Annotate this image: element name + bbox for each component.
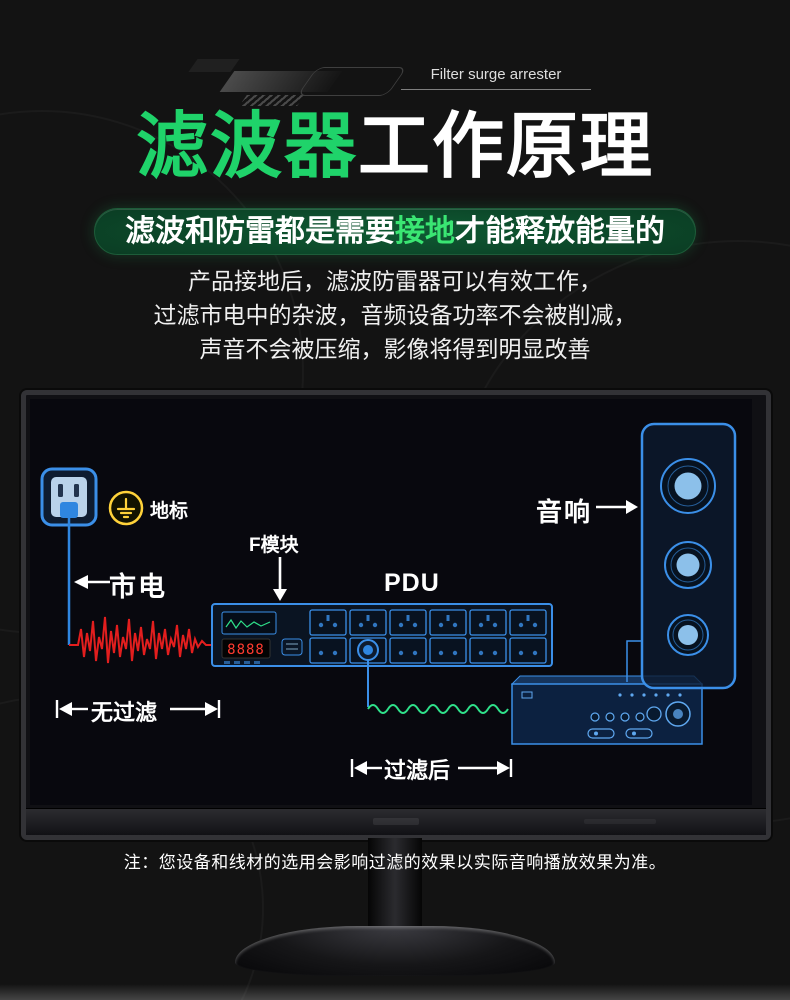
monitor-stand-neck: [368, 838, 422, 934]
banner-post: 才能释放能量的: [455, 215, 665, 248]
inserted-plug-icon: [357, 639, 379, 661]
english-tagline: Filter surge arrester: [401, 66, 591, 90]
pdu-display: 8888: [227, 642, 265, 658]
speaker-label: 音响: [536, 497, 593, 527]
header-decoration: Filter surge arrester: [175, 55, 635, 113]
pdu-device: 8888: [211, 603, 553, 667]
banner-highlight: 接地: [395, 215, 455, 248]
monitor-stand-base: [235, 926, 555, 976]
ground-icon: [108, 490, 144, 526]
wall-outlet-icon: [40, 467, 98, 527]
speaker-driver: [667, 614, 709, 656]
ground-label: 地标: [150, 501, 189, 522]
disclaimer-note: 注：您设备和线材的选用会影响过滤的效果以实际音响播放效果为准。: [123, 853, 667, 872]
description-line: 产品接地后，滤波防雷器可以有效工作，: [188, 268, 602, 294]
monitor: 8888: [21, 390, 771, 840]
red-noise-wave: [69, 616, 212, 664]
f-module-label: F模块: [249, 535, 299, 556]
unfiltered-label: 无过滤: [91, 700, 158, 725]
speaker-cable: [626, 640, 642, 682]
amplifier-device: [510, 675, 704, 745]
deco-outline-shape: [296, 67, 408, 96]
monitor-bottom-bezel: [26, 808, 766, 835]
filtered-label: 过滤后: [384, 758, 451, 783]
description-line: 过滤市电中的杂波，音频设备功率不会被削减，: [153, 302, 637, 328]
speaker-driver: [664, 541, 712, 589]
description-line: 声音不会被压缩，影像将得到明显改善: [199, 336, 591, 362]
monitor-logo: [373, 818, 419, 825]
screen: 8888: [30, 399, 752, 805]
mains-label: 市电: [109, 572, 167, 602]
banner-pre: 滤波和防雷都是需要: [125, 215, 395, 248]
description: 产品接地后，滤波防雷器可以有效工作， 过滤市电中的杂波，音频设备功率不会被削减，…: [0, 264, 790, 366]
deco-shape: [188, 59, 240, 72]
title-white-part: 工作原理: [358, 107, 655, 187]
speaker-driver: [660, 458, 716, 514]
page-title: 滤波器工作原理: [0, 107, 790, 187]
slogan-banner: 滤波和防雷都是需要接地才能释放能量的: [94, 208, 696, 255]
f-module-arrow: [273, 557, 287, 601]
unfiltered-dimension-arrows: [55, 700, 221, 718]
pdu-outlet-slots: [318, 615, 538, 656]
green-filtered-wave: [367, 704, 509, 714]
pdu-label: PDU: [384, 569, 440, 597]
deco-hatch-shape: [239, 95, 305, 106]
title-green-part: 滤波器: [135, 107, 358, 187]
mains-arrow: [74, 575, 110, 589]
floor-reflection: [0, 984, 790, 1000]
filtered-dimension-arrows: [350, 759, 513, 777]
wiring-diagram: 8888: [40, 422, 737, 777]
speaker-arrow: [596, 500, 638, 514]
bezel-marks: [584, 819, 656, 824]
speaker-device: [626, 422, 737, 690]
